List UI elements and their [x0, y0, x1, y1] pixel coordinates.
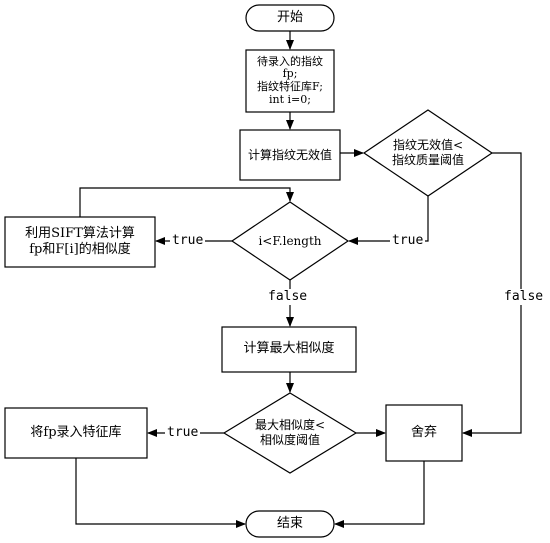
- enroll-box: 将fp录入特征库: [30, 424, 122, 440]
- sift-box-shape: [4, 216, 156, 268]
- decision-similarity-shape: [222, 392, 358, 474]
- discard-box-shape: [385, 404, 463, 462]
- end-terminal: 结束: [276, 515, 303, 531]
- decision-quality: 指纹无效值< 指纹质量阈值: [391, 138, 464, 167]
- input-box-shape: [245, 49, 335, 113]
- edge-label-true-quality: true: [390, 233, 426, 249]
- edge-label-false-quality: false: [502, 289, 546, 305]
- edge-enroll-end: [75, 458, 246, 528]
- compute-invalid-shape: [239, 129, 341, 181]
- input-box: 待录入的指纹 fp; 指纹特征库F; int i=0;: [257, 54, 323, 106]
- compute-max-shape: [221, 326, 357, 373]
- compute-invalid-box: 计算指纹无效值: [247, 147, 332, 162]
- decision-length: i<F.length: [258, 233, 322, 248]
- enroll-box-shape: [4, 407, 148, 459]
- edge-label-true-length: true: [170, 233, 206, 249]
- discard-box: 舍弃: [410, 424, 437, 440]
- edge-label-true-similarity: true: [165, 425, 201, 441]
- sift-box: 利用SIFT算法计算 fp和F[i]的相似度: [25, 225, 135, 257]
- start-terminal: 开始: [276, 9, 303, 25]
- edge-label-false-length: false: [266, 289, 310, 305]
- compute-max-box: 计算最大相似度: [243, 341, 335, 357]
- decision-similarity: 最大相似度< 相似度阈值: [254, 418, 326, 447]
- edge-quality-true: [348, 196, 429, 245]
- edge-discard-end: [334, 461, 425, 528]
- edge-sift-loop: [79, 187, 294, 217]
